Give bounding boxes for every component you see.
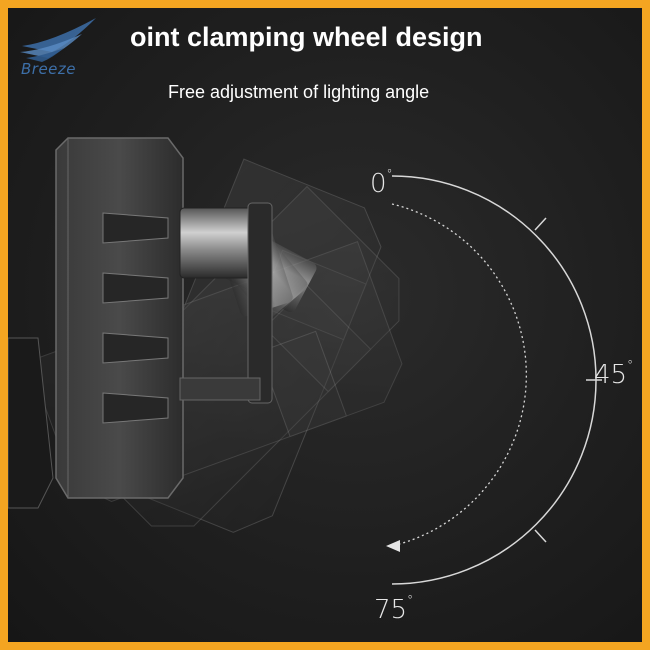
mount-bracket: [8, 337, 54, 509]
tick-mark: [534, 217, 547, 231]
angle-label-end: 75°: [374, 593, 414, 625]
rotation-arrow-arc: [391, 203, 527, 547]
arrow-head-icon: [386, 540, 400, 552]
lamp-body: [55, 137, 184, 499]
brand-name: Breeze: [21, 60, 77, 78]
clamp-cylinder: [179, 202, 273, 404]
angle-label-middle: 45°: [594, 358, 634, 390]
angle-scale-arc: [391, 175, 597, 585]
tick-mark: [534, 529, 547, 543]
angle-label-start: 0°: [370, 167, 393, 199]
headline: oint clamping wheel design: [130, 22, 483, 52]
bird-logo-icon: [20, 18, 96, 62]
product-image-frame: Breeze oint clamping wheel design Free a…: [8, 8, 642, 642]
subline: Free adjustment of lighting angle: [168, 82, 430, 102]
lamp-rotation-illustration: [8, 137, 602, 585]
